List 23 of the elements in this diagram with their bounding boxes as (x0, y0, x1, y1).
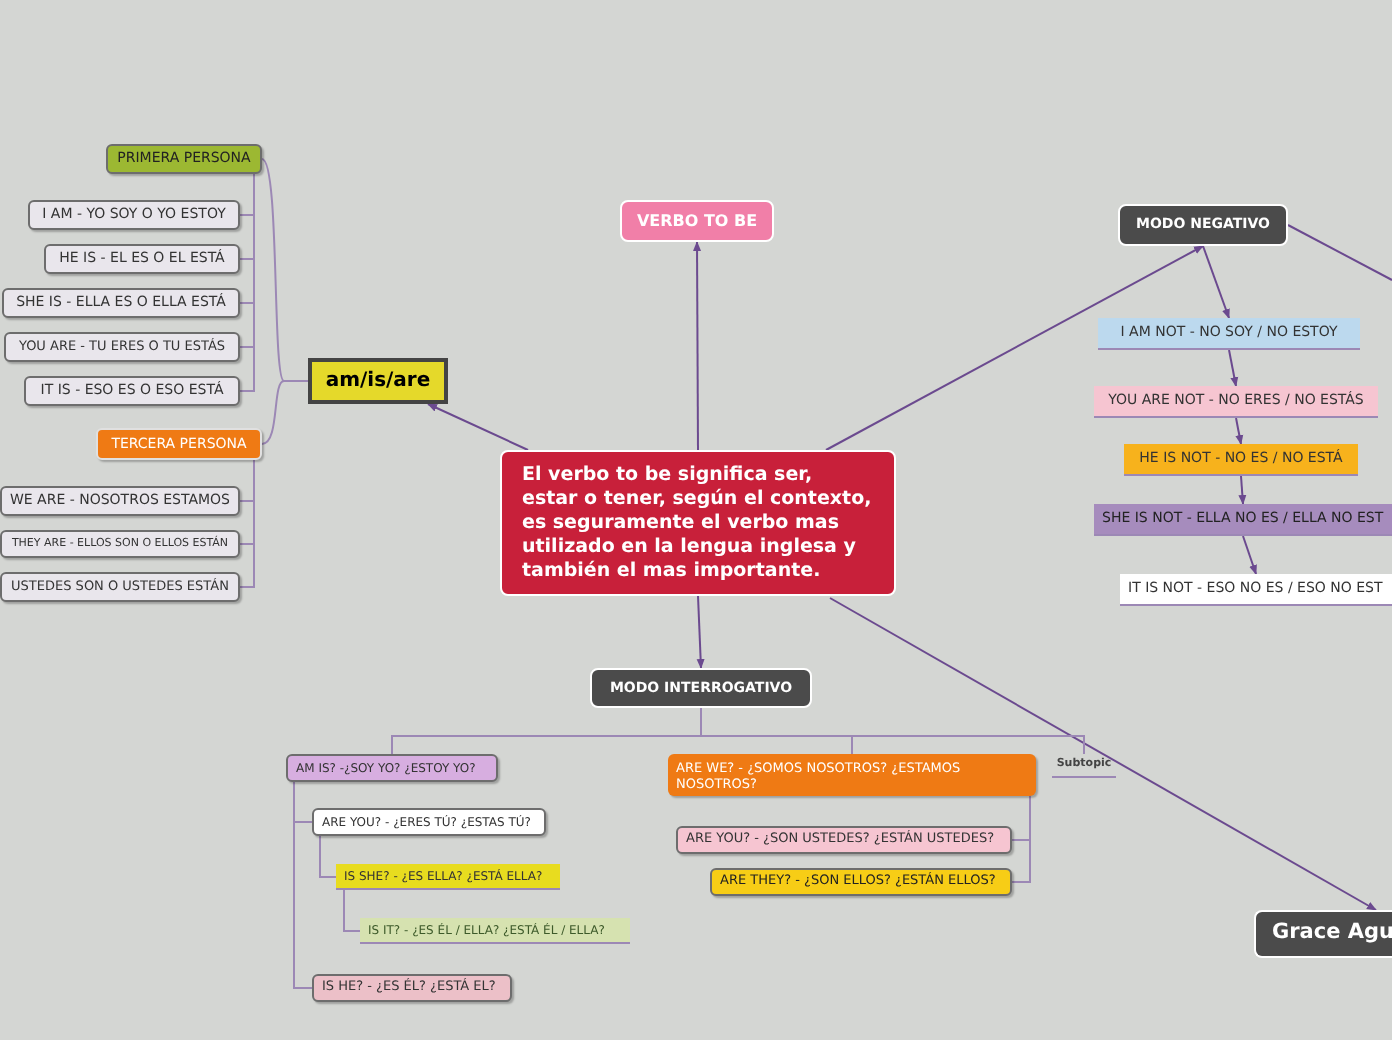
topic-box: Grace Agu (1254, 910, 1392, 958)
connector-line (261, 380, 309, 445)
connector-line (239, 459, 255, 588)
topic-box: VERBO TO BE (620, 200, 774, 242)
arrow (1235, 417, 1244, 445)
arrow (427, 403, 529, 451)
topic-box: am/is/are (308, 358, 448, 404)
arrow (1238, 475, 1247, 505)
arrow (1242, 535, 1257, 575)
connector-line (343, 889, 361, 932)
connector-line (239, 173, 255, 392)
arrow (1202, 245, 1230, 319)
connector-line (1287, 224, 1392, 281)
arrow (829, 597, 1377, 911)
central-topic-box: El verbo to be significa ser, estar o tener, según el contexto, es seguramente el verbo mas utilizado en la lengua inglesa y también el mas importante. (500, 450, 896, 596)
connector-line (1011, 795, 1031, 883)
connector-line (319, 835, 337, 878)
arrow (696, 595, 705, 669)
connector-line (293, 781, 313, 989)
arrow (693, 241, 702, 451)
arrow (825, 245, 1204, 451)
connector-line (700, 707, 1085, 755)
arrow (1228, 349, 1239, 387)
